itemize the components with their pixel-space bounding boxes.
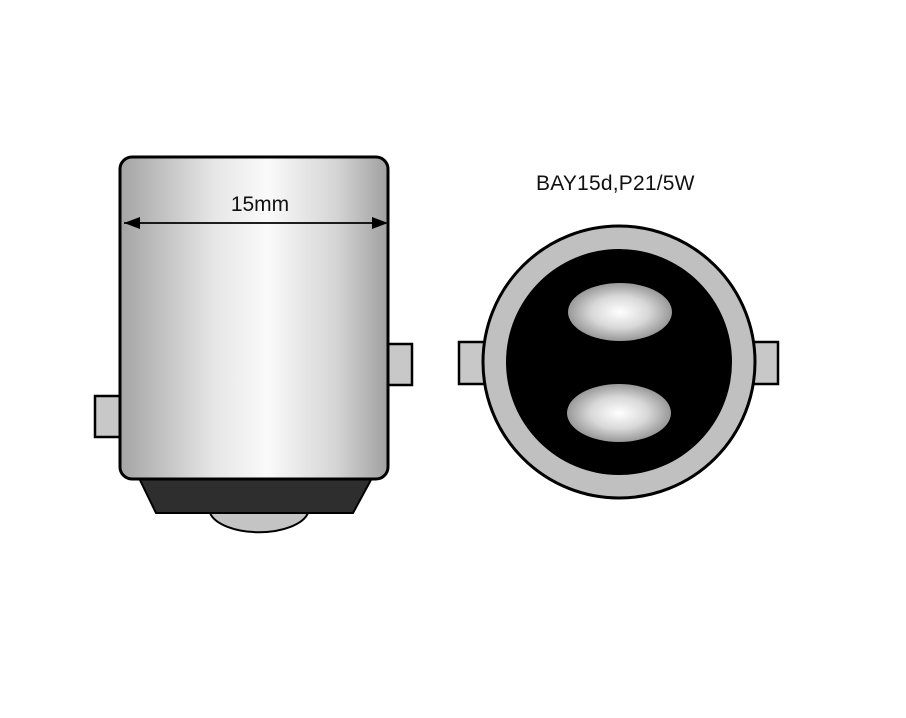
insulator-disc [506, 249, 732, 475]
contact-top [568, 283, 672, 341]
contact-dome [208, 512, 310, 534]
metal-cap [118, 155, 390, 481]
bayonet-pin-right [384, 342, 414, 387]
side-view [93, 155, 414, 534]
arrowhead-left-icon [124, 217, 140, 229]
insulator-base [137, 477, 374, 514]
bayonet-pin-left [93, 394, 123, 439]
arrowhead-right-icon [372, 217, 388, 229]
bottom-view [457, 224, 780, 500]
bayonet-pin-left [457, 340, 487, 386]
dimension-label: 15mm [230, 193, 290, 216]
contact-bottom [567, 384, 671, 442]
bulb-type-title: BAY15d,P21/5W [536, 172, 695, 195]
